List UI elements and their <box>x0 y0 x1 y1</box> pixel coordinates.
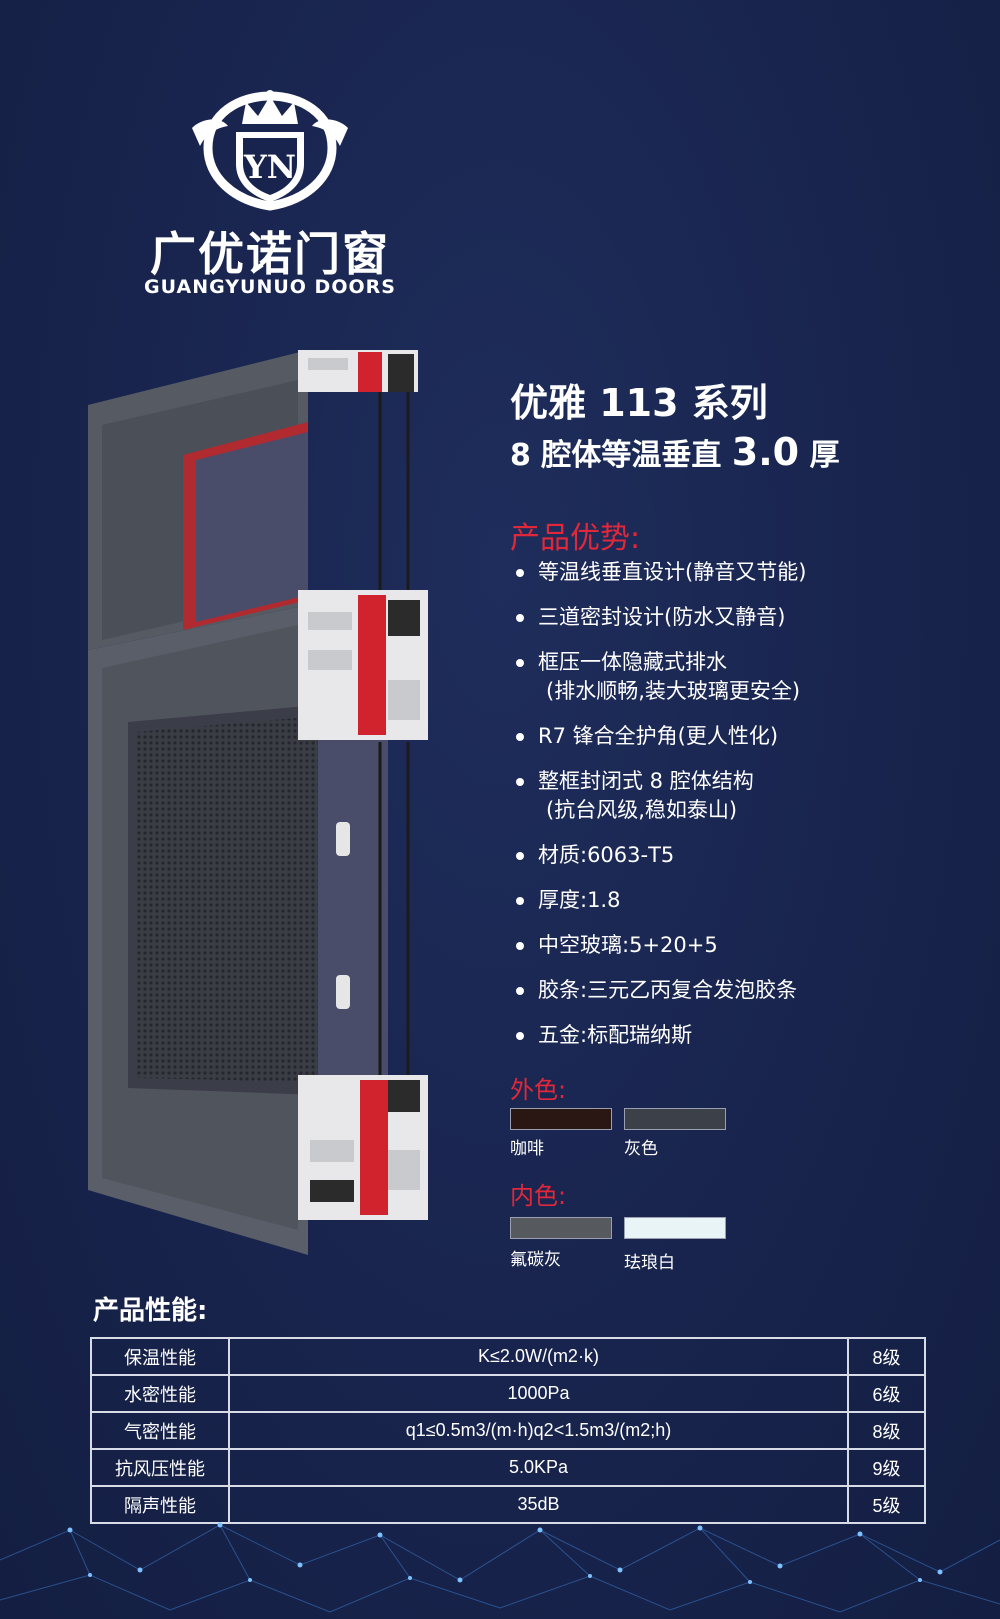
outer-color-heading: 外色: <box>510 1076 567 1104</box>
table-row: 保温性能 K≤2.0W/(m2·k) 8级 <box>90 1337 926 1376</box>
brand-name-en: GUANGYUNUO DOORS <box>144 276 396 298</box>
crown-shield-emblem-icon: YN <box>192 90 348 211</box>
logo-letters: YN <box>243 148 296 186</box>
outer-color-label: 灰色 <box>624 1139 658 1159</box>
table-row: 气密性能 q1≤0.5m3/(m·h)q2<1.5m3/(m2;h) 8级 <box>90 1411 926 1450</box>
list-item: 整框封闭式 8 腔体结构(抗台风级,稳如泰山) <box>512 767 982 825</box>
product-subtitle: 8 腔体等温垂直 3.0 厚 <box>510 430 840 474</box>
performance-heading: 产品性能: <box>93 1296 208 1326</box>
advantages-list: 等温线垂直设计(静音又节能) 三道密封设计(防水又静音) 框压一体隐藏式排水(排… <box>512 558 982 1066</box>
product-title: 优雅 113 系列 <box>510 381 768 425</box>
bottom-profile-section <box>298 1075 428 1220</box>
glass-spacer-lines <box>378 392 410 1075</box>
advantages-heading: 产品优势: <box>510 521 641 556</box>
table-row: 水密性能 1000Pa 6级 <box>90 1374 926 1413</box>
outer-color-label: 咖啡 <box>510 1139 544 1159</box>
lower-glass <box>318 716 388 1082</box>
inner-color-label: 珐琅白 <box>624 1253 675 1273</box>
brand-logo: YN 广优诺门窗 GUANGYUNUO DOORS <box>120 88 420 303</box>
subtitle-suffix: 厚 <box>809 438 840 473</box>
inner-color-swatch-enamel-white <box>624 1217 726 1239</box>
window-profile-illustration <box>88 350 428 1255</box>
table-row: 隔声性能 35dB 5级 <box>90 1485 926 1524</box>
subtitle-prefix: 8 腔体等温垂直 <box>510 438 722 473</box>
screen-mesh <box>136 716 318 1082</box>
list-item: R7 锋合全护角(更人性化) <box>512 722 982 751</box>
list-item: 中空玻璃:5+20+5 <box>512 931 982 960</box>
network-decoration <box>0 1522 1000 1613</box>
middle-profile-section <box>298 590 428 740</box>
handle-lower <box>336 975 350 1009</box>
list-item: 胶条:三元乙丙复合发泡胶条 <box>512 976 982 1005</box>
list-item: 五金:标配瑞纳斯 <box>512 1021 982 1050</box>
inner-color-swatch-fluorocarbon-gray <box>510 1217 612 1239</box>
handle-upper <box>336 822 350 856</box>
list-item: 框压一体隐藏式排水(排水顺畅,装大玻璃更安全) <box>512 648 982 706</box>
performance-table: 保温性能 K≤2.0W/(m2·k) 8级 水密性能 1000Pa 6级 气密性… <box>90 1337 926 1524</box>
list-item: 等温线垂直设计(静音又节能) <box>512 558 982 587</box>
top-profile-section <box>298 350 418 392</box>
upper-glass <box>196 432 308 622</box>
outer-color-swatch-gray <box>624 1108 726 1130</box>
subtitle-thickness: 3.0 <box>731 430 800 474</box>
list-item: 材质:6063-T5 <box>512 841 982 870</box>
outer-color-swatch-coffee <box>510 1108 612 1130</box>
table-row: 抗风压性能 5.0KPa 9级 <box>90 1448 926 1487</box>
inner-color-heading: 内色: <box>510 1182 567 1210</box>
list-item: 厚度:1.8 <box>512 886 982 915</box>
inner-color-label: 氟碳灰 <box>510 1250 561 1270</box>
list-item: 三道密封设计(防水又静音) <box>512 603 982 632</box>
brand-name-cn: 广优诺门窗 <box>150 227 390 281</box>
